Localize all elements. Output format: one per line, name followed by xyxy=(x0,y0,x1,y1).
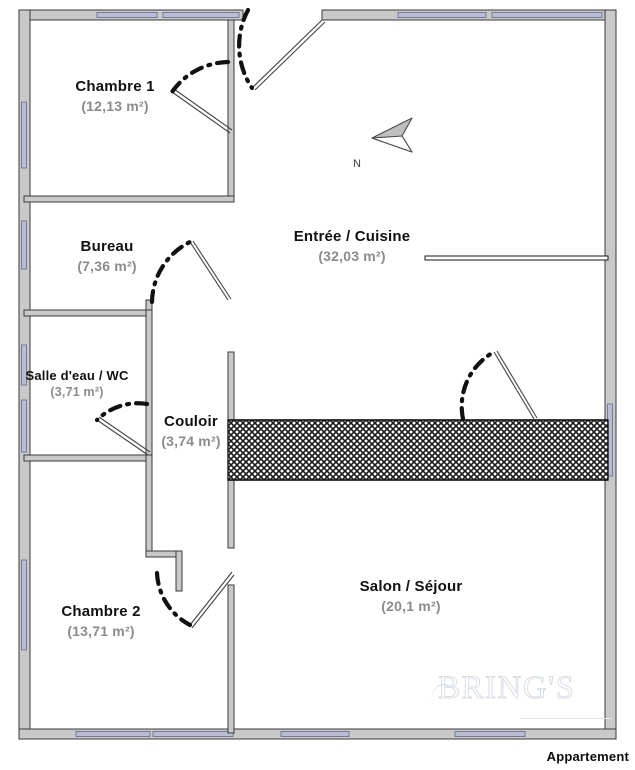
door-chambre-1 xyxy=(169,59,233,134)
window-left-2 xyxy=(21,220,27,270)
interior-walls xyxy=(23,19,235,734)
north-arrow-icon xyxy=(371,117,413,153)
window-openings xyxy=(21,12,613,737)
window-top-4 xyxy=(491,12,603,18)
wall-vert-upper-left xyxy=(227,19,235,201)
wall-vert-lower xyxy=(227,584,235,734)
wall-vert-corridor-upper xyxy=(227,351,235,423)
door-bureau xyxy=(149,239,232,305)
window-bottom-3 xyxy=(280,731,350,737)
wall-h-chambre1 xyxy=(23,195,235,203)
plan-caption: Appartement xyxy=(546,749,629,764)
kitchen-counter-line xyxy=(424,255,609,261)
door-chambre-2 xyxy=(154,570,235,629)
window-bottom-2 xyxy=(152,731,234,737)
window-top-1 xyxy=(96,12,158,18)
hatched-wall-band xyxy=(227,419,609,481)
exterior-walls xyxy=(18,9,617,740)
door-salon xyxy=(459,349,538,422)
door-entrance xyxy=(237,7,326,91)
window-left-1 xyxy=(21,101,27,169)
door-salle-eau xyxy=(94,401,151,456)
window-top-3 xyxy=(397,12,487,18)
wall-vert-corridor-lower xyxy=(227,477,235,549)
wall-h-salle-eau xyxy=(23,454,153,462)
window-top-2 xyxy=(162,12,240,18)
window-left-4 xyxy=(21,399,27,453)
wall-vert-chambre2-a xyxy=(145,454,153,558)
window-bottom-1 xyxy=(75,731,151,737)
window-left-5 xyxy=(21,559,27,651)
wall-vert-salle-eau xyxy=(145,309,153,461)
window-left-3 xyxy=(21,344,27,386)
wall-vert-chambre2-b xyxy=(175,550,183,592)
wall-h-bureau xyxy=(23,309,153,317)
window-bottom-4 xyxy=(454,731,526,737)
